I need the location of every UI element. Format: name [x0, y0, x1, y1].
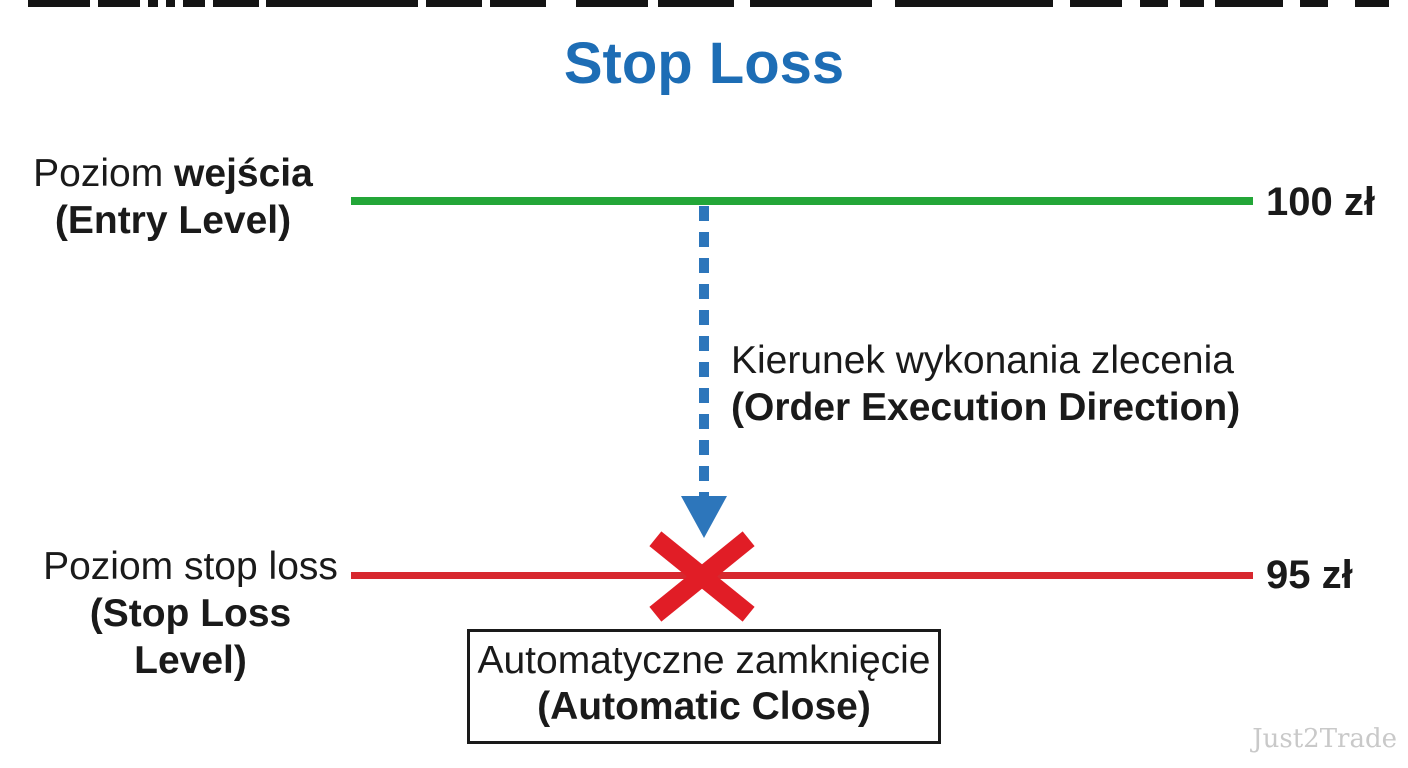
- execution-direction-arrow: [699, 206, 709, 497]
- strip-segment: [426, 0, 482, 7]
- strip-segment: [98, 0, 140, 7]
- strip-segment: [490, 0, 546, 7]
- strip-segment: [1215, 0, 1283, 7]
- execution-direction-label: Kierunek wykonania zlecenia (Order Execu…: [731, 337, 1240, 431]
- entry-level-label-pl: Poziom wejścia: [33, 152, 313, 195]
- strip-segment: [1180, 0, 1204, 7]
- strip-segment: [658, 0, 734, 7]
- entry-price: 100 zł: [1266, 180, 1375, 224]
- strip-segment: [576, 0, 648, 7]
- auto-close-label-pl: Automatyczne zamknięcie: [477, 639, 931, 682]
- auto-close-label-en: (Automatic Close): [537, 685, 871, 728]
- entry-level-label-en: (Entry Level): [54, 199, 292, 242]
- diagram-title: Stop Loss: [563, 31, 845, 96]
- execution-direction-label-en: (Order Execution Direction): [731, 386, 1241, 429]
- strip-segment: [750, 0, 872, 7]
- execution-direction-label-pl: Kierunek wykonania zlecenia: [731, 339, 1234, 382]
- strip-segment: [28, 0, 90, 7]
- entry-level-label: Poziom wejścia (Entry Level): [28, 150, 318, 244]
- stop-loss-label-pl: Poziom stop loss: [43, 545, 338, 588]
- watermark: Just2Trade: [1252, 724, 1397, 754]
- strip-segment: [183, 0, 205, 7]
- top-strip: [0, 0, 1408, 7]
- strip-segment: [1070, 0, 1122, 7]
- entry-level-line: [351, 197, 1253, 205]
- strip-segment: [148, 0, 158, 7]
- stop-loss-label: Poziom stop loss (Stop Loss Level): [28, 543, 353, 684]
- strip-segment: [1140, 0, 1168, 7]
- strip-segment: [1300, 0, 1328, 7]
- strip-segment: [266, 0, 418, 7]
- strip-segment: [166, 0, 175, 7]
- auto-close-box: Automatyczne zamknięcie (Automatic Close…: [467, 629, 941, 744]
- strip-segment: [895, 0, 1053, 7]
- strip-segment: [1355, 0, 1389, 7]
- strip-segment: [213, 0, 259, 7]
- stop-price: 95 zł: [1266, 553, 1353, 597]
- stop-loss-line: [351, 572, 1253, 579]
- arrow-head-icon: [681, 496, 727, 538]
- stop-loss-label-en: (Stop Loss Level): [89, 592, 292, 682]
